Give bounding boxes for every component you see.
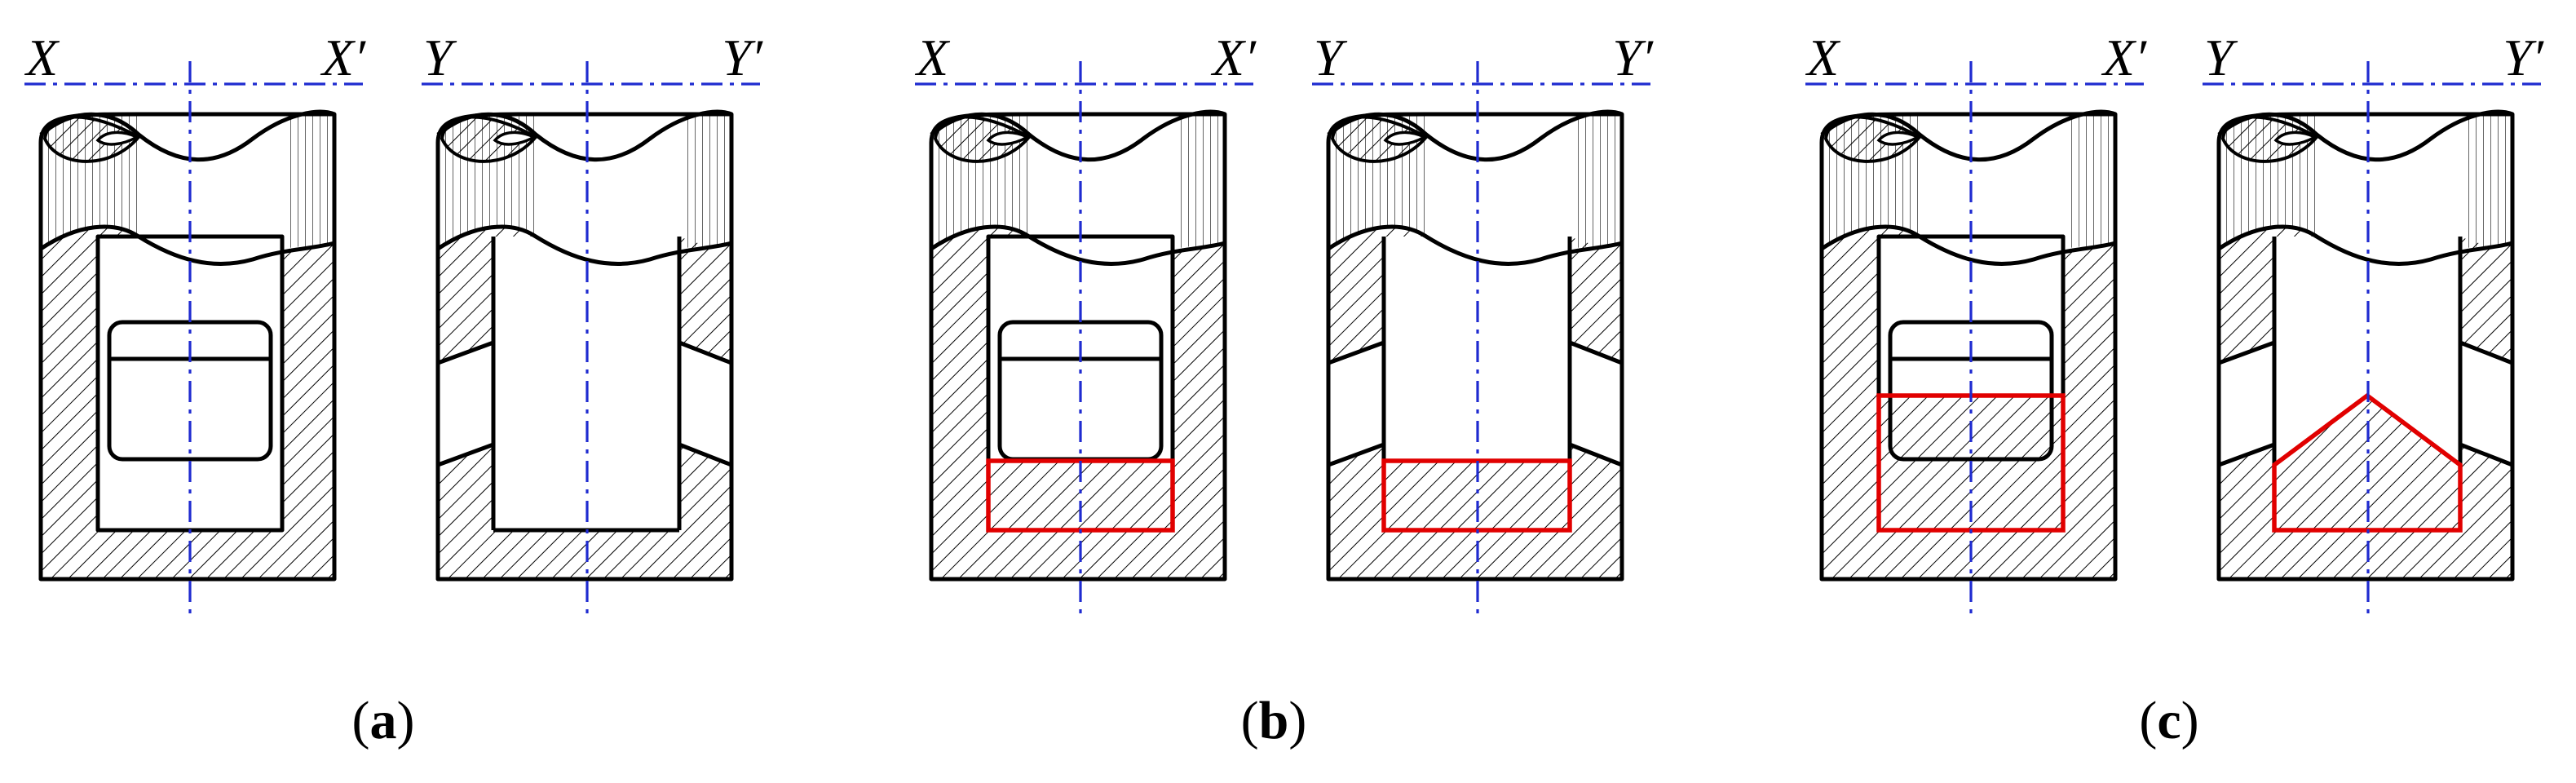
- panel-a-view-y-hole-edge-ur: [678, 340, 732, 365]
- panel-a-view-x-break-line: [39, 224, 335, 266]
- panel-c-view-x-break-line: [1820, 224, 2116, 266]
- panel-c-view-y-hatched-upper-right: [2460, 237, 2512, 363]
- panel-b-view-y-label-left: Y: [1314, 29, 1348, 86]
- panel-a-view-y-hatched-upper-right: [679, 237, 731, 363]
- panel-b-view-y-hatched-upper-left: [1328, 227, 1426, 363]
- panel-c-view-y-hole-edge-lr: [2459, 442, 2513, 467]
- panel-a-view-x-slot-window: [107, 320, 273, 462]
- panel-c-view-y-hatched-upper-left: [2219, 227, 2317, 363]
- panel-c-view-x-blade-cooling-hole: [1876, 130, 1921, 146]
- panel-b-view-y-top-wave: [1327, 109, 1623, 162]
- panel-c-view-x: X X′: [1805, 29, 2147, 620]
- panel-b-view-y: Y Y′: [1312, 29, 1654, 620]
- panel-c-view-y-hatched-lower: [2219, 445, 2512, 579]
- panel-c-view-x-cylinder-shading-right: [2070, 114, 2115, 248]
- panel-a-caption: (a): [352, 691, 415, 750]
- panel-c-view-y-highlight-region: [2272, 392, 2463, 533]
- panel-b-view-x-cylinder-shading-right: [1180, 114, 1225, 248]
- panel-c-view-y-hole-edge-ur: [2459, 340, 2513, 365]
- panel-b: X X′ Y Y′ (b): [914, 29, 1654, 750]
- panel-a-view-y-cylinder-shading-right: [687, 114, 731, 248]
- panel-c-view-y: Y Y′: [2203, 29, 2544, 620]
- panel-a-view-x-cylinder-shading-right: [289, 114, 334, 248]
- panel-c-view-y-label-left: Y: [2204, 29, 2238, 86]
- panel-b-view-y-hatched-upper-right: [1570, 237, 1622, 363]
- panel-a-view-y-hole-edge-ul: [437, 340, 494, 365]
- panel-c-view-x-label-left: X: [1805, 29, 1841, 86]
- panel-c-caption: (c): [2139, 691, 2198, 750]
- panel-a-view-y-body-outline: [435, 112, 734, 582]
- panel-b-view-y-blade-cooling-hole: [1383, 130, 1428, 146]
- panel-b-view-x-blade-cooling-hole: [986, 130, 1031, 146]
- panel-c-view-y-top-wave: [2217, 109, 2513, 162]
- panel-a-view-y-hatched-upper-left: [438, 227, 536, 363]
- panel-b-view-y-label-right: Y′: [1612, 29, 1654, 86]
- panel-a-view-y-hatched-lower: [438, 445, 731, 579]
- panel-b-view-y-hole-edge-ur: [1569, 340, 1623, 365]
- panel-a-view-y-label-right: Y′: [722, 29, 763, 86]
- panel-c: X X′ Y Y′ (c): [1805, 29, 2544, 750]
- panel-a-view-y-hole-edge-lr: [678, 442, 732, 467]
- panel-b-view-x-label-left: X: [914, 29, 951, 86]
- panel-b-view-y-break-line: [1327, 224, 1623, 266]
- panel-c-view-y-hole-edge-ul: [2218, 340, 2275, 365]
- panel-b-view-y-cylinder-shading-right: [1577, 114, 1622, 248]
- panel-a: X X′ Y Y′ (a): [24, 29, 763, 750]
- panel-b-view-y-hatched-lower: [1328, 445, 1622, 579]
- panel-b-view-x-body-outline: [929, 112, 1227, 582]
- panel-c-view-x-label-right: X′: [2101, 29, 2147, 86]
- panel-a-view-y-blade-cooling-hole: [493, 130, 537, 146]
- panel-a-view-y-break-line: [436, 224, 732, 266]
- panel-b-view-x: X X′: [914, 29, 1257, 620]
- panel-b-view-x-top-wave: [930, 109, 1226, 162]
- panel-b-caption: (b): [1241, 691, 1307, 750]
- panel-a-view-y: Y Y′: [422, 29, 763, 620]
- panel-a-view-y-hole-edge-ll: [437, 442, 494, 467]
- panel-b-view-y-hole-edge-lr: [1569, 442, 1623, 467]
- panel-a-view-x-label-left: X: [24, 29, 60, 86]
- panel-a-view-x-top-wave: [39, 109, 335, 162]
- panel-a-view-x-label-right: X′: [320, 29, 366, 86]
- panel-c-view-x-top-wave: [1820, 109, 2116, 162]
- panel-c-view-y-body-outline: [2216, 112, 2515, 582]
- panel-b-view-x-break-line: [930, 224, 1226, 266]
- panel-c-view-x-body-outline: [1819, 112, 2118, 582]
- panel-b-view-y-body-outline: [1326, 112, 1624, 582]
- panel-a-view-x-blade-cooling-hole: [95, 130, 140, 146]
- panel-a-view-y-label-left: Y: [423, 29, 457, 86]
- panel-a-view-x: X X′: [24, 29, 366, 620]
- panel-c-view-y-label-right: Y′: [2503, 29, 2544, 86]
- panel-c-view-y-blade-cooling-hole: [2273, 130, 2318, 146]
- panel-c-view-y-cylinder-shading-right: [2468, 114, 2512, 248]
- panel-a-view-x-body-outline: [38, 112, 337, 582]
- panel-b-view-y-hole-edge-ll: [1328, 442, 1385, 467]
- panel-a-view-y-top-wave: [436, 109, 732, 162]
- panel-b-view-x-label-right: X′: [1210, 29, 1257, 86]
- panel-c-view-y-break-line: [2217, 224, 2513, 266]
- panel-c-view-y-hole-edge-ll: [2218, 442, 2275, 467]
- panel-b-view-y-hole-edge-ul: [1328, 340, 1385, 365]
